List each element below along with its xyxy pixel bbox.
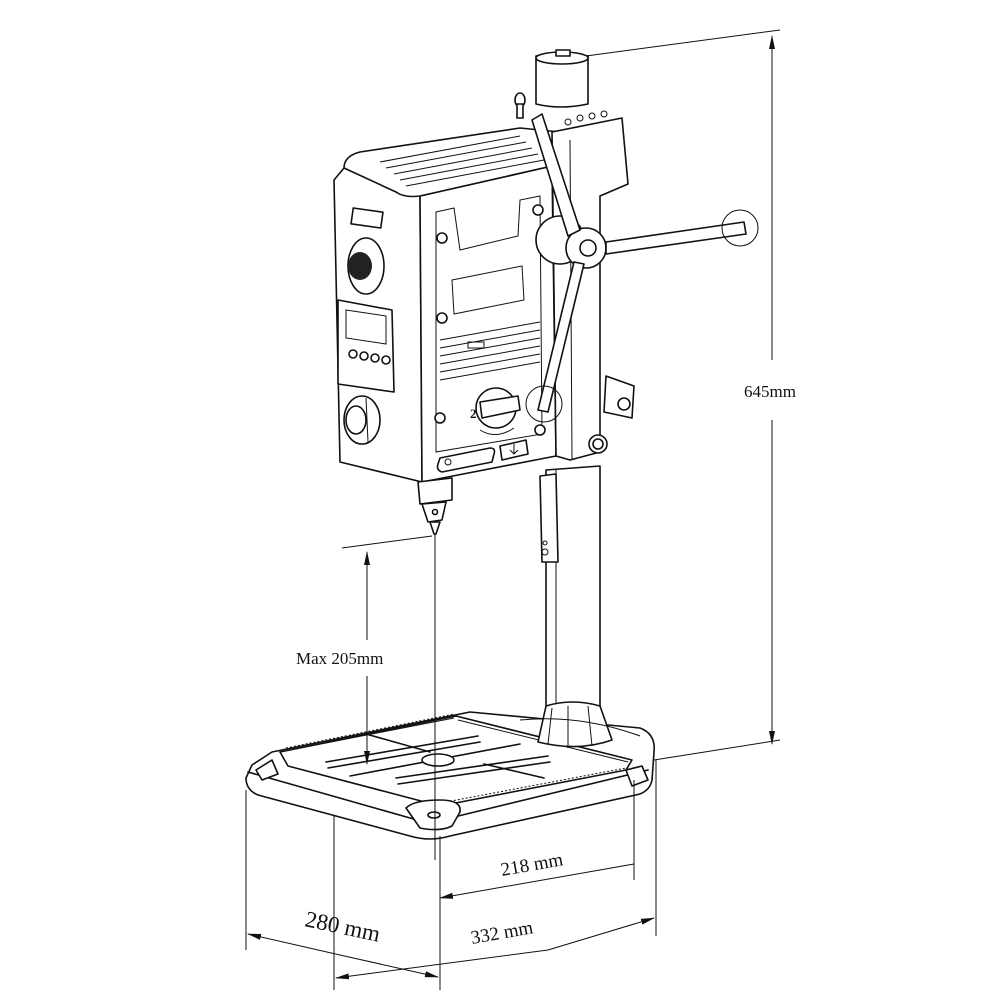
speed-dial-number: 2 [470,406,477,421]
head: 2 [333,127,561,535]
dimension-height: 645mm [585,29,796,761]
max-travel-label: Max 205mm [296,649,383,668]
speed-selector-dial: 2 [470,387,521,435]
column-distance-label: 218 mm [499,849,565,881]
dimension-max-travel: Max 205mm [296,534,436,860]
column [519,465,641,748]
digital-display [337,299,395,393]
base-width-label: 332 mm [469,917,535,949]
light-icon [444,458,452,466]
speed-knob [348,252,372,280]
height-label: 645mm [744,382,796,401]
base-depth-label: 280 mm [303,906,383,946]
spindle [417,477,453,505]
light-switch [436,447,496,473]
feed-handle [525,113,759,423]
